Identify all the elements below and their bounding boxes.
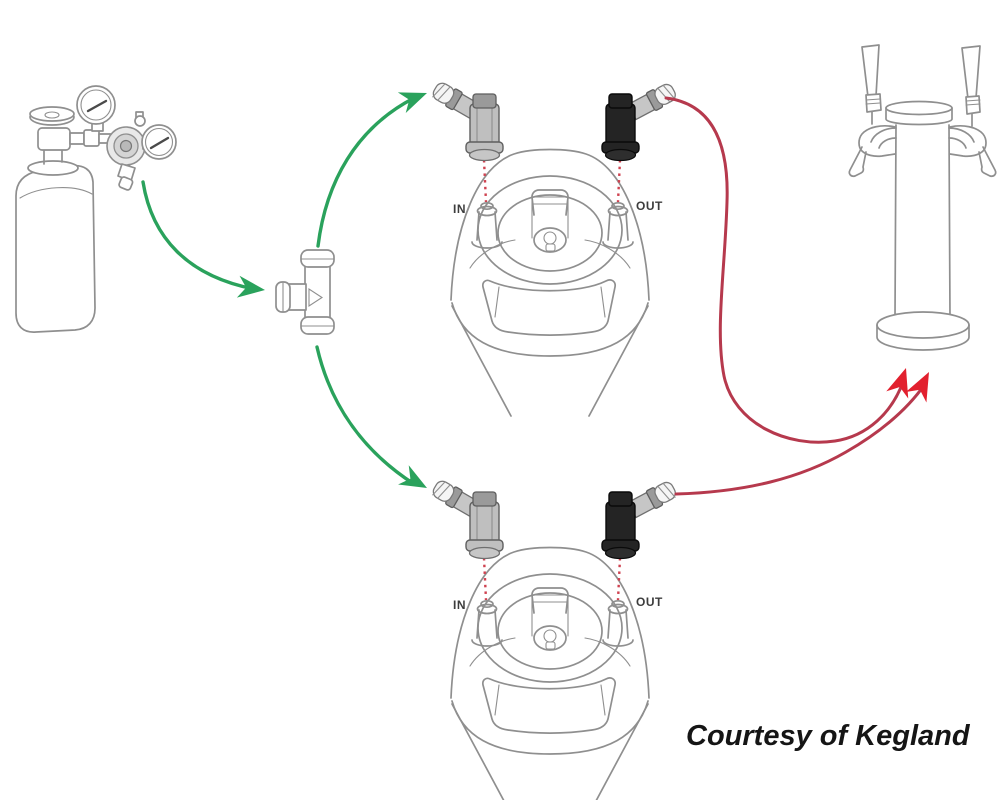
right-faucet-icon — [949, 45, 997, 178]
keg1-in-label: IN — [453, 202, 466, 216]
low-pressure-gauge-icon — [141, 124, 177, 160]
keg1-out-label: OUT — [636, 199, 663, 213]
gas-flow-arrows — [141, 82, 433, 498]
keg-2 — [430, 478, 678, 800]
beer-line-keg1-to-tower — [664, 96, 905, 444]
tee-splitter-icon — [275, 249, 335, 335]
keg2-out-label: OUT — [636, 595, 663, 609]
caption-text: Courtesy of Kegland — [686, 720, 971, 752]
gas-arrowhead-tee — [236, 275, 267, 301]
gas-hose-tee-to-keg1 — [316, 96, 416, 248]
gas-hose-regulator-to-tee — [141, 180, 256, 291]
high-pressure-gauge-icon — [76, 85, 116, 132]
gas-arrowhead-keg1 — [397, 82, 431, 113]
beer-flow-arrows — [664, 96, 940, 496]
beer-line-keg2-to-tower — [674, 382, 927, 496]
cylinder-valve-icon — [29, 106, 75, 151]
keg2-in-label: IN — [453, 598, 466, 612]
tap-tower-illustration — [848, 44, 997, 351]
gas-hose-tee-to-keg2 — [315, 345, 416, 486]
gas-arrowhead-keg2 — [398, 465, 433, 498]
co2-cylinder-illustration — [15, 85, 177, 333]
beer-arrowhead-2 — [905, 366, 940, 403]
keg-1 — [430, 80, 678, 416]
beer-arrowhead-1 — [886, 364, 917, 399]
regulator-icon — [69, 85, 177, 191]
left-faucet-icon — [848, 44, 896, 178]
